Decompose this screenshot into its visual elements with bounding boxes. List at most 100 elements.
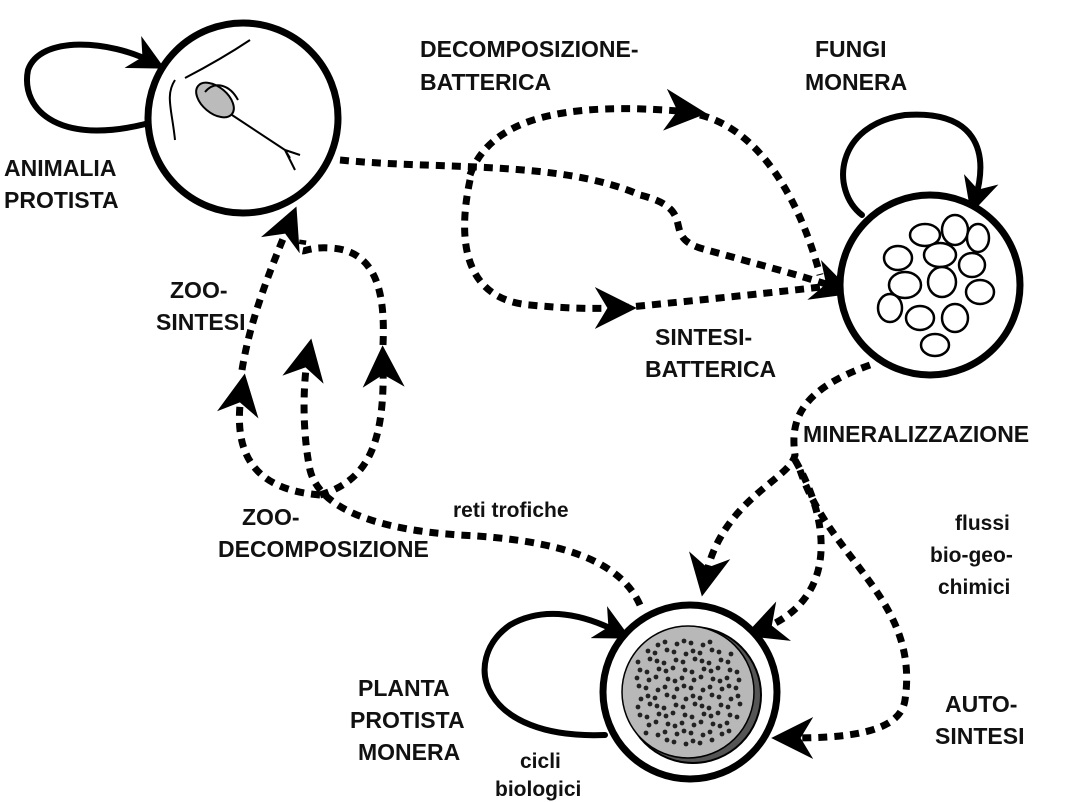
cell-organelle-dot xyxy=(727,684,732,689)
cell-organelle-dot xyxy=(692,723,697,728)
flow-zoo-sintesi-up xyxy=(242,222,290,370)
cell-organelle-dot xyxy=(657,667,662,672)
cell-organelle-dot xyxy=(638,713,643,718)
plant-node xyxy=(603,605,777,779)
cell-organelle-dot xyxy=(675,642,680,647)
flow-sintesi-batterica xyxy=(465,180,620,308)
label-zoo-sintesi-2: SINTESI xyxy=(156,309,245,335)
flow-mineralization-left xyxy=(705,365,870,580)
cell-organelle-dot xyxy=(728,713,733,718)
cell-organelle-dot xyxy=(700,659,705,664)
cell-organelle-dot xyxy=(674,658,679,663)
cell-organelle-dot xyxy=(698,741,703,746)
label-chimici: chimici xyxy=(938,576,1010,599)
cell-organelle-dot xyxy=(653,696,658,701)
cell-organelle-dot xyxy=(700,704,705,709)
cell-organelle-dot xyxy=(657,712,662,717)
cell-organelle-dot xyxy=(671,711,676,716)
cell-organelle-dot xyxy=(683,668,688,673)
cell-organelle-dot xyxy=(717,695,722,700)
cell-organelle-dot xyxy=(699,720,704,725)
cell-organelle-dot xyxy=(709,669,714,674)
cell-organelle-dot xyxy=(665,693,670,698)
label-reti-trofiche: reti trofiche xyxy=(453,499,569,522)
cell-organelle-dot xyxy=(673,724,678,729)
cell-organelle-dot xyxy=(646,694,651,699)
label-protista-top: PROTISTA xyxy=(4,187,119,213)
cell-organelle-dot xyxy=(663,640,668,645)
cell-organelle-dot xyxy=(682,729,687,734)
cell-organelle-dot xyxy=(666,722,671,727)
cell-organelle-dot xyxy=(639,697,644,702)
flow-animal-to-decomposition xyxy=(340,160,838,288)
flow-zoo-top-loop xyxy=(302,240,384,345)
cell-organelle-dot xyxy=(645,715,650,720)
cell-organelle-dot xyxy=(702,712,707,717)
cell-organelle-dot xyxy=(708,640,713,645)
cell-organelle-dot xyxy=(665,648,670,653)
cell-organelle-dot xyxy=(726,660,731,665)
cell-organelle-dot xyxy=(718,679,723,684)
cell-organelle-dot xyxy=(648,702,653,707)
cell-organelle-dot xyxy=(728,668,733,673)
label-bio-geo: bio-geo- xyxy=(930,544,1013,567)
label-sintesi-batterica-2: BATTERICA xyxy=(645,356,776,382)
label-sintesi-batterica-1: SINTESI- xyxy=(655,324,752,350)
cell-organelle-dot xyxy=(673,679,678,684)
cell-organelle-dot xyxy=(680,676,685,681)
cell-organelle-dot xyxy=(675,687,680,692)
cell-organelle-dot xyxy=(717,650,722,655)
cell-organelle-dot xyxy=(672,650,677,655)
label-animalia: ANIMALIA xyxy=(4,155,116,181)
cell-organelle-dot xyxy=(655,659,660,664)
cell-organelle-dot xyxy=(662,706,667,711)
cell-organelle-dot xyxy=(682,639,687,644)
label-protista-bottom: PROTISTA xyxy=(350,707,465,733)
cell-organelle-dot xyxy=(680,721,685,726)
cell-organelle-dot xyxy=(720,687,725,692)
cell-organelle-dot xyxy=(727,729,732,734)
cell-organelle-dot xyxy=(636,660,641,665)
cell-organelle-dot xyxy=(729,697,734,702)
cell-organelle-dot xyxy=(716,666,721,671)
label-planta: PLANTA xyxy=(358,675,450,701)
cell-organelle-dot xyxy=(698,651,703,656)
cell-organelle-dot xyxy=(684,652,689,657)
cell-organelle-dot xyxy=(738,702,743,707)
cell-organelle-dot xyxy=(681,705,686,710)
cell-organelle-dot xyxy=(710,693,715,698)
cell-organelle-dot xyxy=(734,686,739,691)
cell-organelle-dot xyxy=(708,685,713,690)
fungi-node xyxy=(840,195,1020,375)
cell-organelle-dot xyxy=(664,669,669,674)
cell-organelle-dot xyxy=(647,723,652,728)
cell-organelle-dot xyxy=(701,688,706,693)
cell-organelle-dot xyxy=(726,705,731,710)
cell-organelle-dot xyxy=(729,652,734,657)
animal-node xyxy=(148,23,338,213)
label-monera-top: MONERA xyxy=(805,69,907,95)
cell-organelle-dot xyxy=(735,715,740,720)
cell-organelle-dot xyxy=(698,696,703,701)
cell-organelle-dot xyxy=(707,661,712,666)
label-cicli: cicli xyxy=(520,750,561,773)
cell-organelle-dot xyxy=(656,688,661,693)
cell-organelle-dot xyxy=(655,704,660,709)
cell-organelle-dot xyxy=(736,694,741,699)
cell-organelle-dot xyxy=(645,670,650,675)
cell-organelle-dot xyxy=(637,684,642,689)
cell-organelle-dot xyxy=(662,661,667,666)
cell-organelle-dot xyxy=(663,685,668,690)
cell-organelle-dot xyxy=(702,667,707,672)
flow-autosintesi xyxy=(788,470,907,738)
cell-organelle-dot xyxy=(725,676,730,681)
cell-organelle-dot xyxy=(666,677,671,682)
cell-organelle-dot xyxy=(710,648,715,653)
cell-organelle-dot xyxy=(692,678,697,683)
label-auto: AUTO- xyxy=(945,691,1017,717)
cell-organelle-dot xyxy=(654,675,659,680)
label-fungi: FUNGI xyxy=(815,36,887,62)
cell-organelle-dot xyxy=(735,670,740,675)
cell-organelle-dot xyxy=(699,675,704,680)
